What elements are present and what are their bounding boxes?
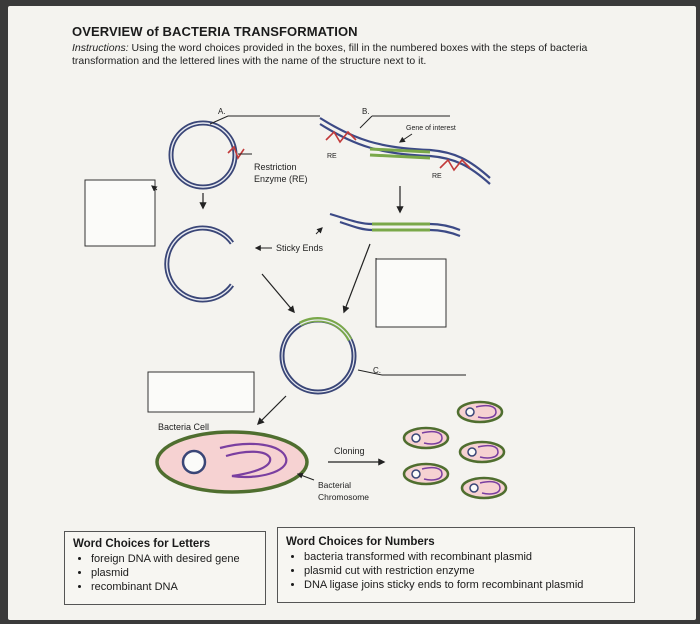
pointer-line-c xyxy=(357,369,383,376)
letter-choice: plasmid xyxy=(91,566,265,580)
arrow-recombinant-to-cell xyxy=(256,395,287,426)
number-choice: bacteria transformed with recombinant pl… xyxy=(304,550,634,564)
clone-4 xyxy=(402,462,450,486)
restriction-site-mark xyxy=(227,145,252,160)
cloned-bacteria xyxy=(402,400,508,500)
number-choice: plasmid cut with restriction enzyme xyxy=(304,564,634,578)
clone-3 xyxy=(458,440,506,464)
word-choices-letters-list: foreign DNA with desired gene plasmid re… xyxy=(73,552,265,594)
instructions-text: Using the word choices provided in the b… xyxy=(72,42,588,67)
restriction-enzyme-label-1: Restriction xyxy=(254,162,297,172)
pointer-line-b xyxy=(359,115,373,129)
number-choice: DNA ligase joins sticky ends to form rec… xyxy=(304,578,634,592)
foreign-dna-top xyxy=(319,117,491,185)
instructions: Instructions: Using the word choices pro… xyxy=(72,42,632,68)
re-left-label: RE xyxy=(327,153,337,160)
bacterial-chromosome-label-2: Chromosome xyxy=(318,492,369,502)
blank-box-3[interactable] xyxy=(147,371,255,413)
sticky-ends-label: Sticky Ends xyxy=(276,243,324,253)
clone-2 xyxy=(402,426,450,450)
restriction-enzyme-label-2: Enzyme (RE) xyxy=(254,174,308,184)
arrow-gene-of-interest xyxy=(399,133,413,143)
pointer-box-1 xyxy=(151,185,158,192)
word-choices-numbers-list: bacteria transformed with recombinant pl… xyxy=(286,550,634,592)
instructions-lead: Instructions: xyxy=(72,42,129,54)
arrow-bacterial-chromosome xyxy=(296,472,315,481)
clone-5 xyxy=(460,476,508,500)
blank-box-1[interactable] xyxy=(84,179,156,247)
bacteria-cell-label: Bacteria Cell xyxy=(158,422,209,432)
clone-1 xyxy=(456,400,504,424)
arrow-cut-plasmid-to-recombinant xyxy=(261,273,295,314)
bacteria-cell xyxy=(155,430,309,494)
gene-of-interest-label: Gene of interest xyxy=(406,125,456,132)
letter-choice: recombinant DNA xyxy=(91,580,265,594)
blank-letter-c: C. xyxy=(373,366,381,375)
page-title: OVERVIEW of BACTERIA TRANSFORMATION xyxy=(72,24,358,39)
arrow-fragment-to-recombinant xyxy=(342,243,371,314)
letter-choice: foreign DNA with desired gene xyxy=(91,552,265,566)
arrow-fragment-small xyxy=(315,227,323,235)
word-choices-numbers-box: Word Choices for Numbers bacteria transf… xyxy=(277,527,635,603)
blank-letter-b: B. xyxy=(362,107,370,116)
bacterial-chromosome-label-1: Bacterial xyxy=(318,480,351,490)
word-choices-letters-box: Word Choices for Letters foreign DNA wit… xyxy=(64,531,266,605)
recombinant-plasmid xyxy=(279,316,357,395)
pointer-line-a xyxy=(209,115,229,125)
plasmid-intact xyxy=(168,120,238,190)
blank-letter-a: A. xyxy=(218,107,226,116)
re-right-label: RE xyxy=(432,173,442,180)
word-choices-numbers-title: Word Choices for Numbers xyxy=(286,536,435,548)
worksheet-page xyxy=(8,6,696,620)
word-choices-letters-title: Word Choices for Letters xyxy=(73,538,211,550)
plasmid-cut xyxy=(164,225,235,303)
cloning-label: Cloning xyxy=(334,446,365,456)
blank-box-2[interactable] xyxy=(375,258,447,328)
foreign-dna-fragment xyxy=(329,212,461,238)
